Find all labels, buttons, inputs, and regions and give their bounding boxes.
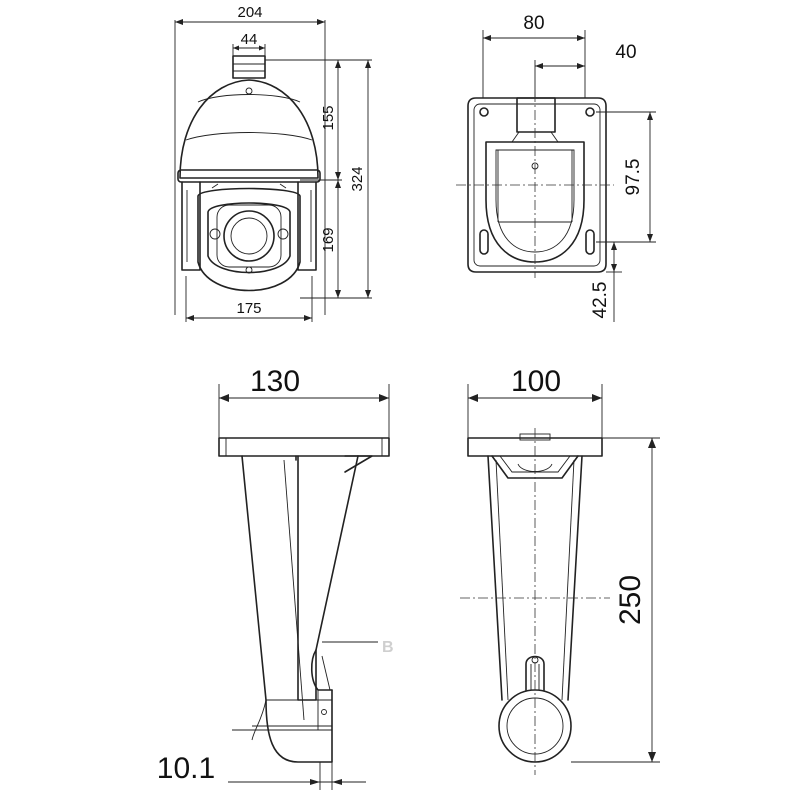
bracket-side-view: B 130 10.1	[157, 365, 394, 790]
dim-bracket-width: 100	[511, 365, 561, 398]
dim-hole-spacing: 97.5	[623, 159, 644, 196]
dim-overall-width: 204	[237, 4, 262, 21]
dim-hole-offset: 40	[615, 42, 636, 63]
camera-front-view: 204 44 155 324 169 175	[174, 4, 372, 322]
dim-bracket-depth: 130	[250, 365, 300, 398]
dim-mount-width: 44	[241, 31, 258, 48]
dim-top-height: 155	[320, 105, 337, 130]
dim-bracket-lip: 10.1	[157, 752, 215, 785]
dim-bottom-offset: 42.5	[590, 282, 611, 319]
wall-plate-view: 80 40 97.5 42.5	[456, 13, 656, 322]
dim-total-height: 324	[349, 166, 366, 191]
bracket-front-view: 100 250	[460, 365, 660, 775]
dim-plate-width: 80	[523, 13, 544, 34]
dim-base-width: 175	[236, 300, 261, 317]
dim-lower-height: 169	[320, 227, 337, 252]
dim-bracket-height: 250	[614, 575, 647, 625]
section-label-b: B	[382, 639, 394, 656]
